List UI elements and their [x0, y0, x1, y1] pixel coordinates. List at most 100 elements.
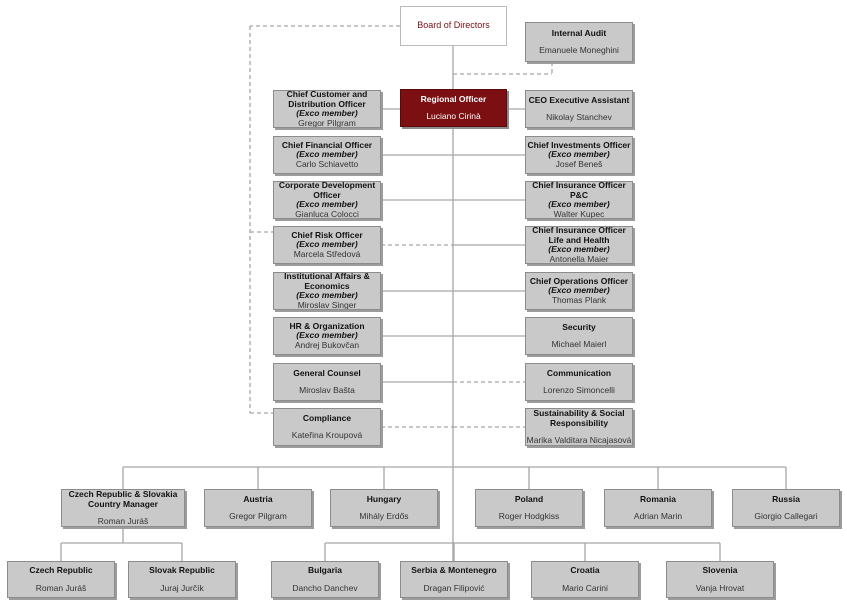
country-row2-1-person: Juraj Jurčík	[160, 582, 204, 593]
country-row1-5-title: Russia	[772, 493, 800, 504]
right-officer-2-exco-label: (Exco member)	[548, 199, 610, 209]
country-row2-2-person: Dancho Danchev	[292, 582, 358, 593]
left-officer-3-exco-label: (Exco member)	[296, 239, 358, 250]
left-officer-1-box[interactable]: Chief Financial Officer(Exco member)Carl…	[273, 136, 381, 174]
left-officer-3-box[interactable]: Chief Risk Officer(Exco member)Marcela S…	[273, 226, 381, 264]
country-row2-1-title: Slovak Republic	[149, 565, 215, 575]
country-row1-4-title: Romania	[640, 493, 676, 504]
right-officer-7-person: Marika Valditara Nicajasová	[526, 434, 632, 445]
left-officer-5-exco-label: (Exco member)	[296, 330, 358, 341]
left-officer-5-title: HR & Organization	[289, 320, 365, 331]
country-row2-2-title: Bulgaria	[307, 565, 342, 575]
right-officer-6-title: Communication	[546, 367, 612, 378]
country-row1-0-person: Roman Juráš	[97, 515, 149, 526]
country-row2-0-title: Czech Republic	[29, 565, 93, 575]
regional-officer-title: Regional Officer	[420, 93, 487, 104]
country-row1-1-title: Austria	[243, 493, 273, 504]
country-row2-5-title: Slovenia	[702, 565, 738, 575]
left-officer-6-person: Miroslav Bašta	[299, 385, 355, 395]
internal-audit-box[interactable]: Internal Audit Emanuele Moneghini	[525, 22, 633, 62]
country-row1-1-person: Gregor Pilgram	[229, 511, 287, 521]
left-officer-0-person: Gregor Pilgram	[298, 117, 356, 128]
left-officer-7-title: Compliance	[302, 412, 352, 423]
right-officer-1-person: Josef Beneš	[555, 158, 603, 169]
right-officer-2-person: Walter Kupec	[553, 208, 605, 219]
left-officer-7-person: Kateřina Kroupová	[291, 430, 363, 440]
left-officer-5-person: Andrej Bukovčan	[294, 339, 360, 350]
regional-officer-person: Luciano Cirinà	[426, 111, 481, 121]
left-officer-4-person: Miroslav Singer	[297, 299, 357, 310]
country-row1-0-title: Czech Republic & Slovakia Country Manage…	[68, 489, 178, 509]
country-row2-5-person: Vanja Hrovat	[695, 582, 745, 593]
left-officer-3-person: Marcela Středová	[293, 248, 361, 259]
left-officer-2-title: Corporate Development Officer	[278, 181, 376, 200]
right-officer-3-exco-label: (Exco member)	[548, 244, 610, 254]
internal-audit-person: Emanuele Moneghini	[539, 45, 619, 55]
left-officer-6-title: General Counsel	[293, 367, 361, 378]
right-officer-6-person: Lorenzo Simoncelli	[543, 385, 615, 395]
left-officer-1-exco-label: (Exco member)	[296, 149, 358, 160]
right-officer-2-box[interactable]: Chief Insurance Officer P&C(Exco member)…	[525, 181, 633, 219]
country-row2-3-title: Serbia & Montenegro	[411, 565, 497, 575]
regional-officer-box[interactable]: Regional Officer Luciano Cirinà	[400, 89, 507, 127]
right-officer-0-title: CEO Executive Assistant	[528, 94, 630, 105]
right-officer-4-title: Chief Operations Officer	[529, 275, 629, 286]
country-row1-4-person: Adrian Marin	[633, 511, 683, 521]
left-officer-0-box[interactable]: Chief Customer and Distribution Officer(…	[273, 90, 381, 128]
right-officer-1-exco-label: (Exco member)	[548, 149, 610, 160]
left-officer-1-title: Chief Financial Officer	[281, 139, 373, 150]
right-officer-1-box[interactable]: Chief Investments Officer(Exco member)Jo…	[525, 136, 633, 174]
right-officer-5-title: Security	[562, 321, 596, 332]
left-officer-4-exco-label: (Exco member)	[296, 290, 358, 300]
right-officer-4-box[interactable]: Chief Operations Officer(Exco member)Tho…	[525, 272, 633, 310]
country-row1-0-box[interactable]: Czech Republic & Slovakia Country Manage…	[61, 489, 185, 527]
country-row2-4-person: Mario Carini	[562, 582, 608, 593]
left-officer-0-title: Chief Customer and Distribution Officer	[286, 90, 368, 109]
country-row1-3-person: Roger Hodgkiss	[498, 511, 560, 521]
country-row2-0-person: Roman Juráš	[35, 582, 87, 593]
board-of-directors-box[interactable]: Board of Directors	[400, 6, 507, 46]
right-officer-3-box[interactable]: Chief Insurance Officer Life and Health(…	[525, 226, 633, 264]
left-officer-1-person: Carlo Schiavetto	[295, 158, 359, 169]
left-officer-0-exco-label: (Exco member)	[296, 108, 358, 118]
left-officer-2-person: Gianluca Colocci	[295, 208, 359, 219]
country-row1-2-title: Hungary	[366, 493, 402, 504]
left-officer-4-title: Institutional Affairs & Economics	[284, 272, 370, 291]
right-officer-4-exco-label: (Exco member)	[548, 285, 610, 296]
right-officer-3-title: Chief Insurance Officer Life and Health	[532, 226, 626, 245]
right-officer-7-title: Sustainability & Social Responsibility	[533, 408, 625, 428]
right-officer-2-title: Chief Insurance Officer P&C	[532, 181, 626, 200]
country-row1-5-person: Giorgio Callegari	[754, 511, 818, 521]
country-row2-3-person: Dragan Filipović	[423, 582, 485, 593]
left-officer-2-box[interactable]: Corporate Development Officer(Exco membe…	[273, 181, 381, 219]
right-officer-0-person: Nikolay Stanchev	[546, 112, 612, 122]
left-officer-4-box[interactable]: Institutional Affairs & Economics(Exco m…	[273, 272, 381, 310]
right-officer-3-person: Antonella Maier	[549, 253, 609, 264]
left-officer-5-box[interactable]: HR & Organization(Exco member)Andrej Buk…	[273, 317, 381, 355]
country-row2-4-title: Croatia	[570, 565, 600, 575]
country-row1-2-person: Mihály Erdős	[359, 511, 409, 521]
right-officer-1-title: Chief Investments Officer	[527, 139, 631, 150]
board-title: Board of Directors	[417, 20, 490, 31]
internal-audit-title: Internal Audit	[551, 27, 607, 38]
right-officer-5-person: Michael Maierl	[551, 339, 607, 349]
right-officer-4-person: Thomas Plank	[551, 294, 607, 305]
